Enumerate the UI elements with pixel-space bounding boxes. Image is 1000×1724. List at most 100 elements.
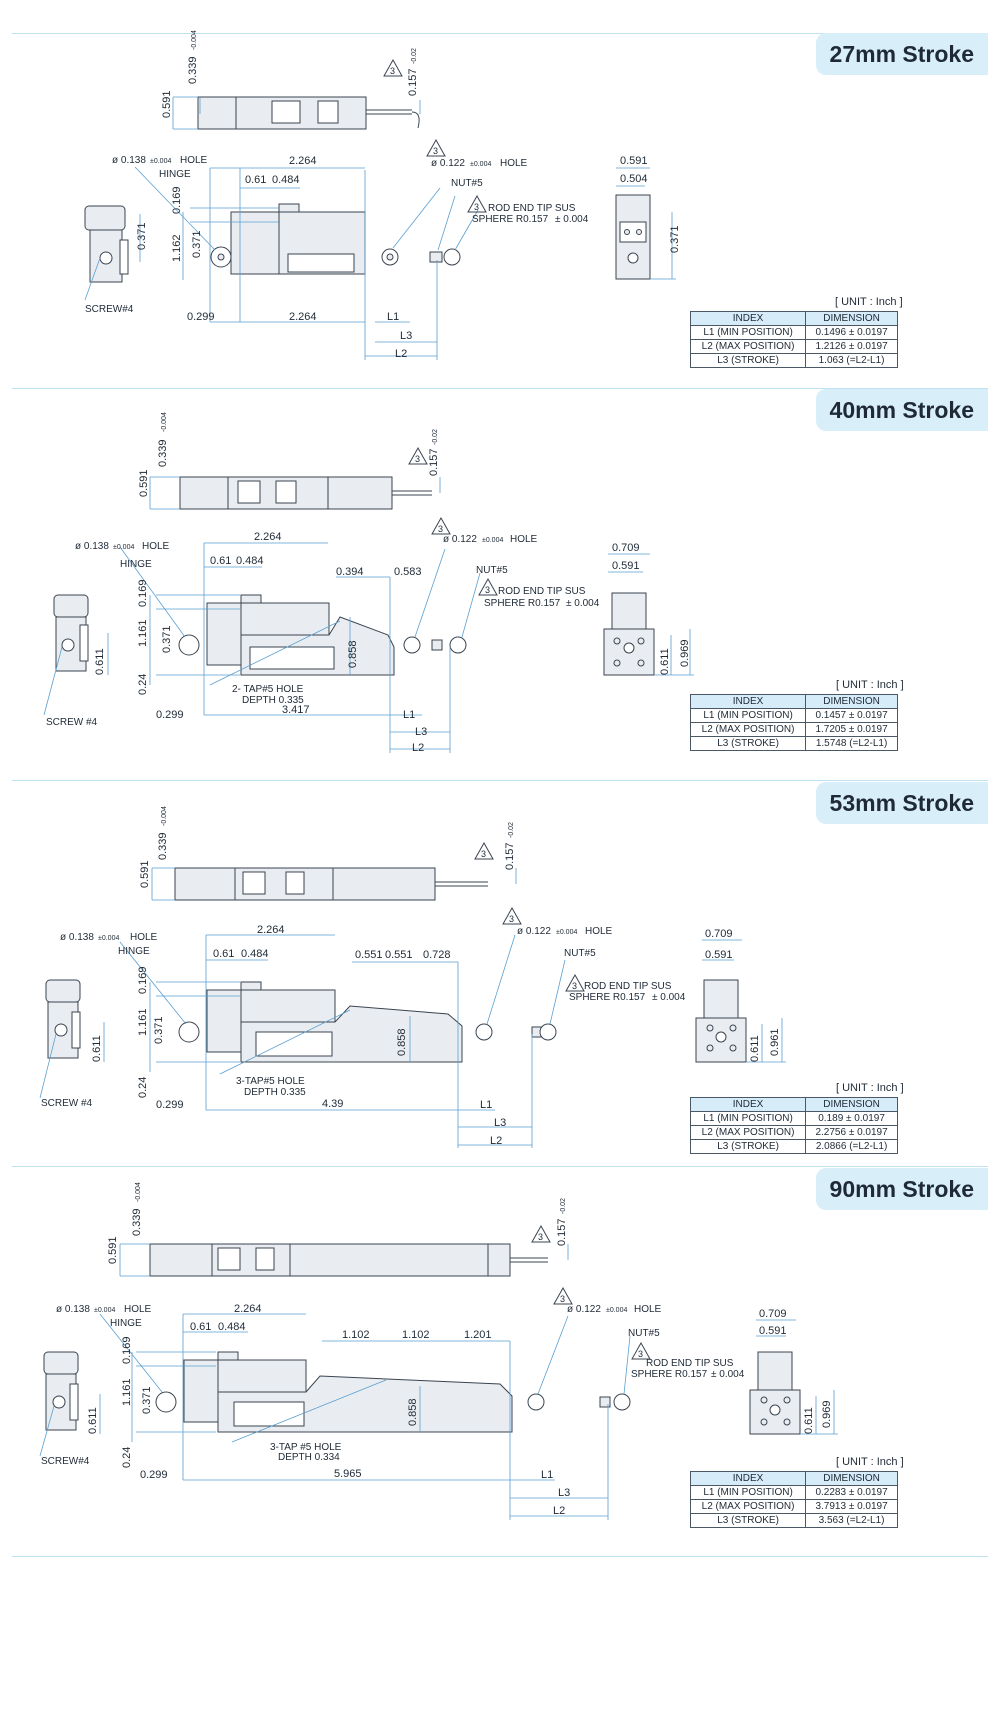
rod-end-tolerance: ± 0.004 [555,214,589,225]
leader-line [84,257,101,301]
dim-label: 0.709 [705,928,733,940]
svg-text:3: 3 [481,849,486,859]
leader-line [39,1405,55,1457]
rod-hole-tolerance: ±0.004 [606,1307,627,1314]
dim-tolerance: -0.004 [161,412,168,432]
rod-hole-diameter: ø 0.122 [431,158,465,169]
dim-label: 0.858 [407,1398,419,1426]
dim-label: 0.591 [107,1236,119,1264]
dim-label: 0.371 [141,1386,153,1414]
rod-hole-tolerance: ±0.004 [482,537,503,544]
hole-diameter: ø 0.138 [112,155,146,166]
dim-label: 2.264 [257,924,285,936]
nut-label: NUT#5 [628,1328,660,1339]
dimension-lines [134,166,479,360]
left-end-view [43,1351,79,1431]
revision-triangle-icon: 3 [531,1224,551,1243]
dim-label: 0.299 [140,1469,168,1481]
dim-label: 0.611 [94,648,106,675]
rod-end-sphere: SPHERE R0.157 [569,992,646,1003]
dim-label: 0.611 [803,1407,815,1434]
hole-label: HOLE [130,932,158,943]
hole-label: HOLE [124,1304,152,1315]
revision-triangle-icon: 3 [408,446,428,465]
dim-label: 0.24 [137,674,149,695]
drawing-40mm: 0.591 0.339 -0.004 0.157 -0.02 3 [43,412,694,754]
dim-label: 0.591 [705,949,733,961]
svg-text:3: 3 [572,981,577,991]
drawing-53mm: 0.591 0.339 -0.004 0.157 -0.02 3 [39,806,786,1148]
dim-label: 1.161 [137,1008,149,1036]
dim-label: 0.961 [769,1028,781,1056]
front-view [178,981,557,1063]
right-end-view [615,194,651,280]
dim-label: 3.417 [282,704,310,716]
table-row: L2 (MAX POSITION)1.7205 ± 0.0197 [689,722,898,737]
revision-triangle-icon: 3 [478,577,498,596]
revision-triangle-icon: 3 [431,516,451,535]
table-header: DIMENSION [805,311,898,326]
dim-label: 0.24 [121,1447,133,1468]
dim-label: 0.591 [138,469,150,497]
svg-text:3: 3 [538,1232,543,1242]
tap-depth-label: DEPTH 0.334 [278,1452,340,1463]
dim-L3: L3 [558,1487,570,1499]
dim-L2: L2 [553,1505,565,1517]
dim-label: 0.728 [423,949,451,961]
table-row: L3 (STROKE)1.063 (=L2-L1) [689,353,898,368]
dimension-lines [756,1319,838,1435]
nut-label: NUT#5 [451,178,483,189]
dim-label: 2.264 [254,531,282,543]
dim-label: 0.484 [236,555,264,567]
dim-label: 0.157 [407,68,419,96]
dim-label: 0.339 [157,832,169,860]
rod-end-label: ROD END TIP SUS [488,203,576,214]
left-end-view [53,594,89,672]
svg-text:3: 3 [390,66,395,76]
rod-hole-label: HOLE [634,1304,662,1315]
table-row: L1 (MIN POSITION)0.1457 ± 0.0197 [689,708,898,723]
drawing-27mm: 0.591 0.339 -0.004 0.157 -0.02 3 [84,30,681,360]
dim-label: 0.484 [218,1321,246,1333]
svg-text:3: 3 [415,454,420,464]
section-27mm: 27mm Stroke 0.591 0.339 -0.004 0.157 -0.… [0,0,1000,385]
dim-label: 0.24 [137,1077,149,1098]
dim-label: 0.591 [612,560,640,572]
rod-end-sphere: SPHERE R0.157 [631,1369,708,1380]
section-40mm: 40mm Stroke 0.591 0.339 -0.004 0.157 -0.… [0,385,1000,780]
table-row: L3 (STROKE)2.0866 (=L2-L1) [689,1139,898,1154]
svg-text:3: 3 [433,146,438,156]
table-row: L3 (STROKE)3.563 (=L2-L1) [689,1513,898,1528]
stroke-title-badge: 53mm Stroke [815,782,988,824]
hole-label: HOLE [180,155,208,166]
dim-L2: L2 [412,742,424,754]
rod-end-tolerance: ± 0.004 [652,992,686,1003]
dimension-lines [149,476,441,510]
hinge-label: HINGE [120,559,152,570]
svg-text:3: 3 [638,1349,643,1359]
top-view [174,867,488,901]
rod-hole-diameter: ø 0.122 [517,926,551,937]
dim-label: 0.551 [355,949,383,961]
dim-label: 5.965 [334,1468,362,1480]
revision-triangle-icon: 3 [467,194,487,213]
svg-text:3: 3 [485,585,490,595]
dim-label: 0.394 [336,566,364,578]
dim-label: 0.611 [659,648,671,675]
dim-label: 0.157 [504,842,516,870]
hole-diameter: ø 0.138 [75,541,109,552]
rod-hole-tolerance: ±0.004 [470,161,491,168]
dim-label: 0.611 [87,1407,99,1434]
unit-label: [ UNIT : Inch ] [835,296,903,308]
stroke-title-badge: 40mm Stroke [815,389,988,431]
revision-triangle-icon: 3 [553,1286,573,1305]
dim-label: 0.61 [190,1321,211,1333]
unit-label: [ UNIT : Inch ] [836,679,904,691]
table-header: DIMENSION [805,1097,898,1112]
rod-hole-label: HOLE [585,926,613,937]
hinge-label: HINGE [118,946,150,957]
dimension-lines [702,939,786,1063]
nut-label: NUT#5 [476,565,508,576]
dim-L1: L1 [387,311,399,323]
